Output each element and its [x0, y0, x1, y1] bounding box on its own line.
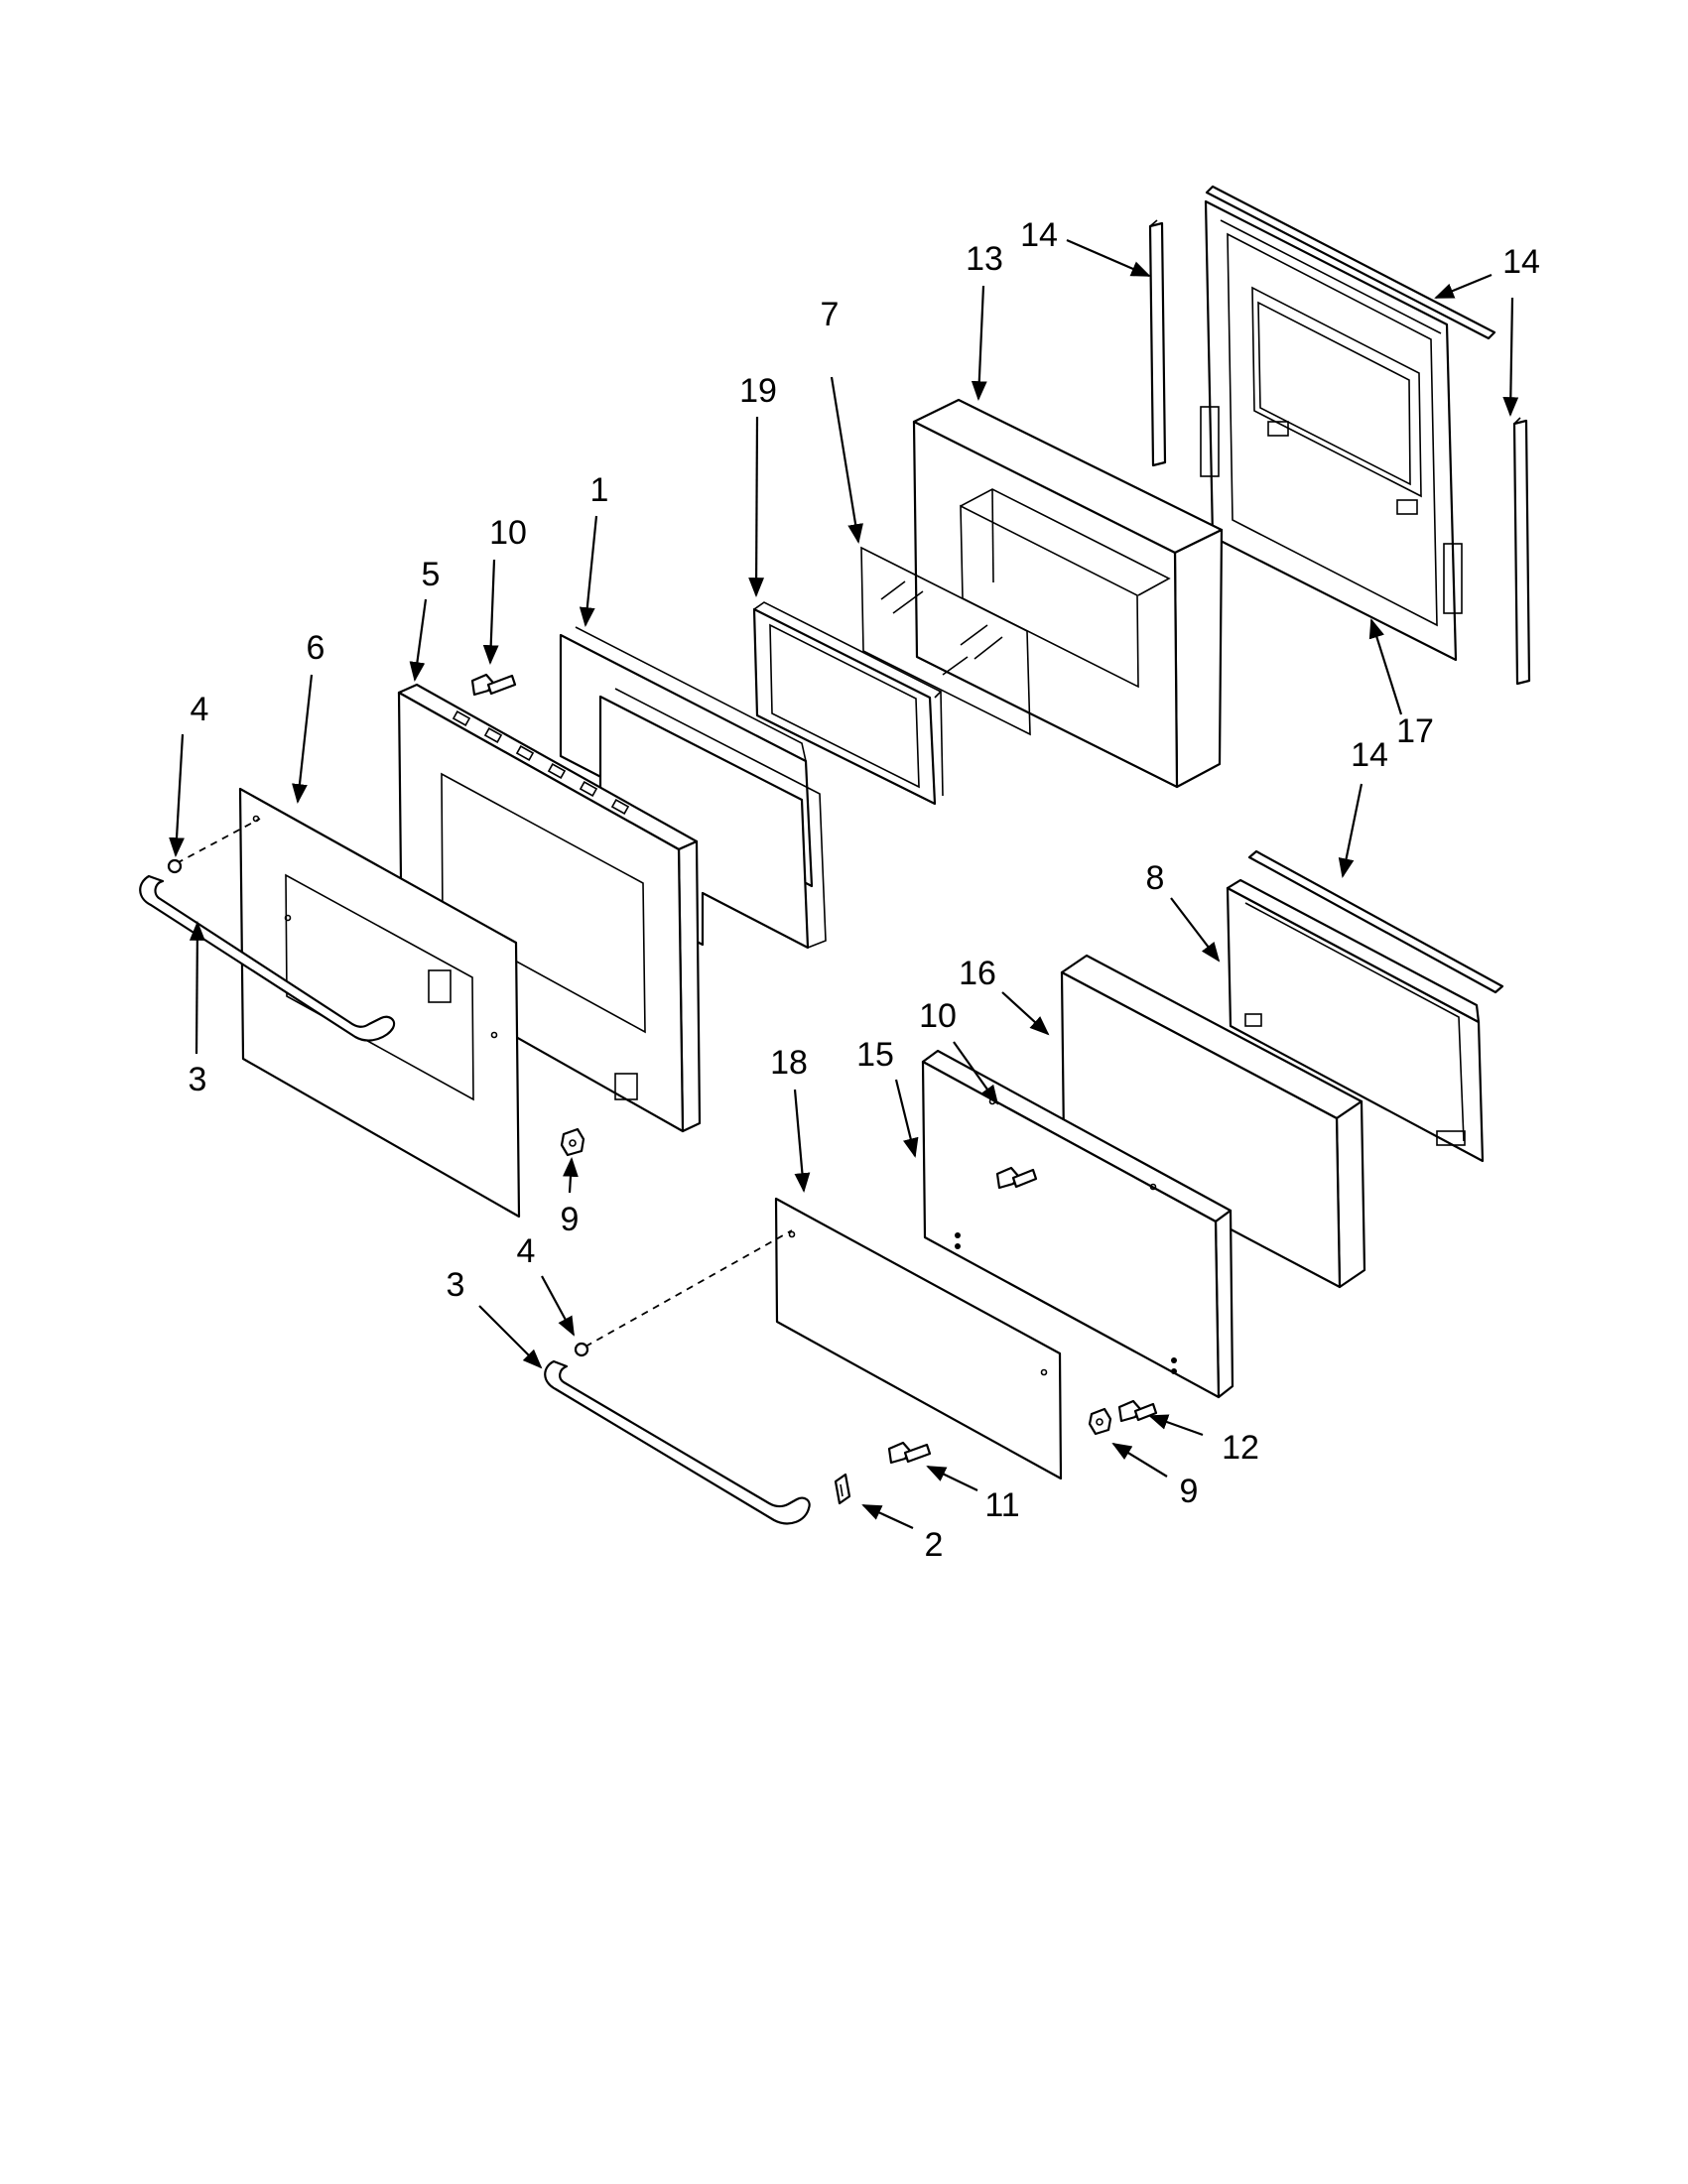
callout-9-upper: 9 — [561, 1201, 580, 1238]
callout-19: 19 — [739, 372, 777, 410]
callout-7: 7 — [821, 296, 840, 333]
drawer-glass-panel — [774, 1197, 1063, 1480]
callout-14-lower: 14 — [1351, 736, 1388, 774]
window-frame — [752, 601, 944, 806]
callout-5: 5 — [422, 556, 441, 593]
drawer-handle — [544, 1359, 811, 1525]
gasket-strip-right — [1512, 417, 1531, 686]
drawer-front — [921, 1049, 1234, 1399]
drawer-hinge-clip — [1088, 1407, 1112, 1436]
outer-glass-panel — [238, 787, 521, 1219]
callout-1: 1 — [590, 471, 609, 509]
callout-12: 12 — [1222, 1429, 1259, 1467]
callout-13: 13 — [966, 240, 1003, 278]
hinge-clip — [560, 1127, 585, 1157]
drawer-screw-upper — [995, 1166, 1038, 1190]
screw — [470, 673, 517, 697]
drawer-panel — [1060, 954, 1366, 1289]
callout-16: 16 — [959, 955, 996, 992]
drawer-liner — [1226, 878, 1485, 1163]
callout-labels: 14 14 13 7 19 1 10 5 6 4 3 9 17 14 8 16 … — [189, 216, 1540, 1564]
inner-door-liner — [1200, 199, 1463, 662]
callout-10-upper: 10 — [489, 514, 527, 552]
drawer-screw — [887, 1441, 932, 1465]
callout-9-lower: 9 — [1180, 1473, 1199, 1510]
leader-lines — [169, 238, 1519, 1529]
door-glass — [860, 546, 1031, 736]
door-handle — [139, 874, 396, 1042]
callout-6: 6 — [307, 629, 325, 667]
outer-door-panel — [912, 398, 1224, 789]
callout-11: 11 — [984, 1486, 1019, 1524]
callout-14-upper-right: 14 — [1502, 243, 1540, 281]
gasket-strip-lower — [1247, 849, 1504, 994]
callout-18: 18 — [770, 1044, 808, 1082]
callout-17: 17 — [1396, 712, 1434, 750]
drawer-screw-right — [1117, 1399, 1158, 1423]
gasket-strip-top — [1205, 185, 1496, 340]
callout-15: 15 — [856, 1036, 894, 1074]
callout-14-upper-left: 14 — [1020, 216, 1058, 254]
drawer-clip — [834, 1473, 851, 1505]
callout-3-lower: 3 — [447, 1266, 465, 1304]
callout-3-upper: 3 — [189, 1061, 207, 1098]
handle-spacer — [167, 858, 183, 874]
callout-4-lower: 4 — [517, 1232, 536, 1270]
handle-spacer-lower — [574, 1342, 589, 1357]
callout-4-upper: 4 — [191, 691, 209, 728]
callout-2: 2 — [925, 1526, 944, 1564]
inner-door-panel — [397, 683, 702, 1133]
callout-8: 8 — [1146, 859, 1165, 897]
gasket-strip-left — [1148, 219, 1167, 467]
callout-10-lower: 10 — [919, 997, 957, 1035]
